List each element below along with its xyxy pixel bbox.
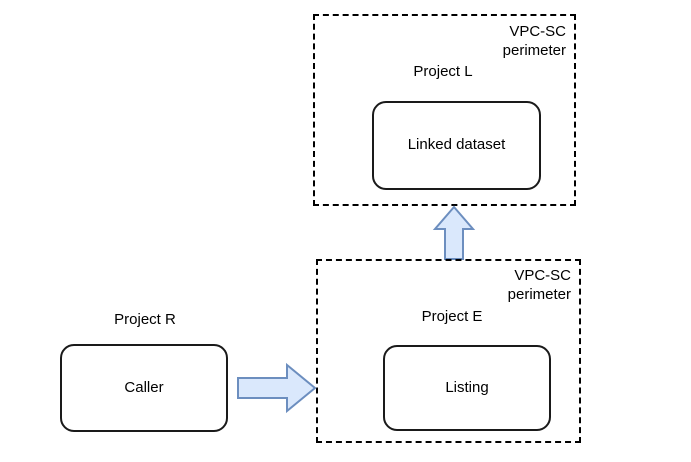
project-l-label: Project L bbox=[413, 63, 473, 80]
vpc-sc-perimeter-bottom bbox=[316, 259, 581, 443]
node-linked-dataset-label: Linked dataset bbox=[407, 136, 506, 154]
node-caller[interactable]: Caller bbox=[60, 344, 228, 432]
project-e-label: Project E bbox=[421, 308, 483, 325]
vpc-sc-label-top-line2: perimeter bbox=[502, 42, 566, 59]
vpc-sc-label-top-line1: VPC-SC bbox=[509, 23, 566, 40]
vpc-sc-label-bottom-line2: perimeter bbox=[507, 286, 571, 303]
project-r-label: Project R bbox=[114, 311, 176, 328]
node-listing[interactable]: Listing bbox=[383, 345, 551, 431]
node-linked-dataset[interactable]: Linked dataset bbox=[372, 101, 541, 190]
vpc-sc-perimeter-top bbox=[313, 14, 576, 206]
node-listing-label: Listing bbox=[445, 378, 489, 396]
node-caller-label: Caller bbox=[124, 378, 164, 396]
vpc-sc-label-bottom-line1: VPC-SC bbox=[514, 267, 571, 284]
arrow-caller-to-listing bbox=[237, 360, 317, 416]
arrow-listing-to-linked-dataset bbox=[432, 205, 476, 260]
